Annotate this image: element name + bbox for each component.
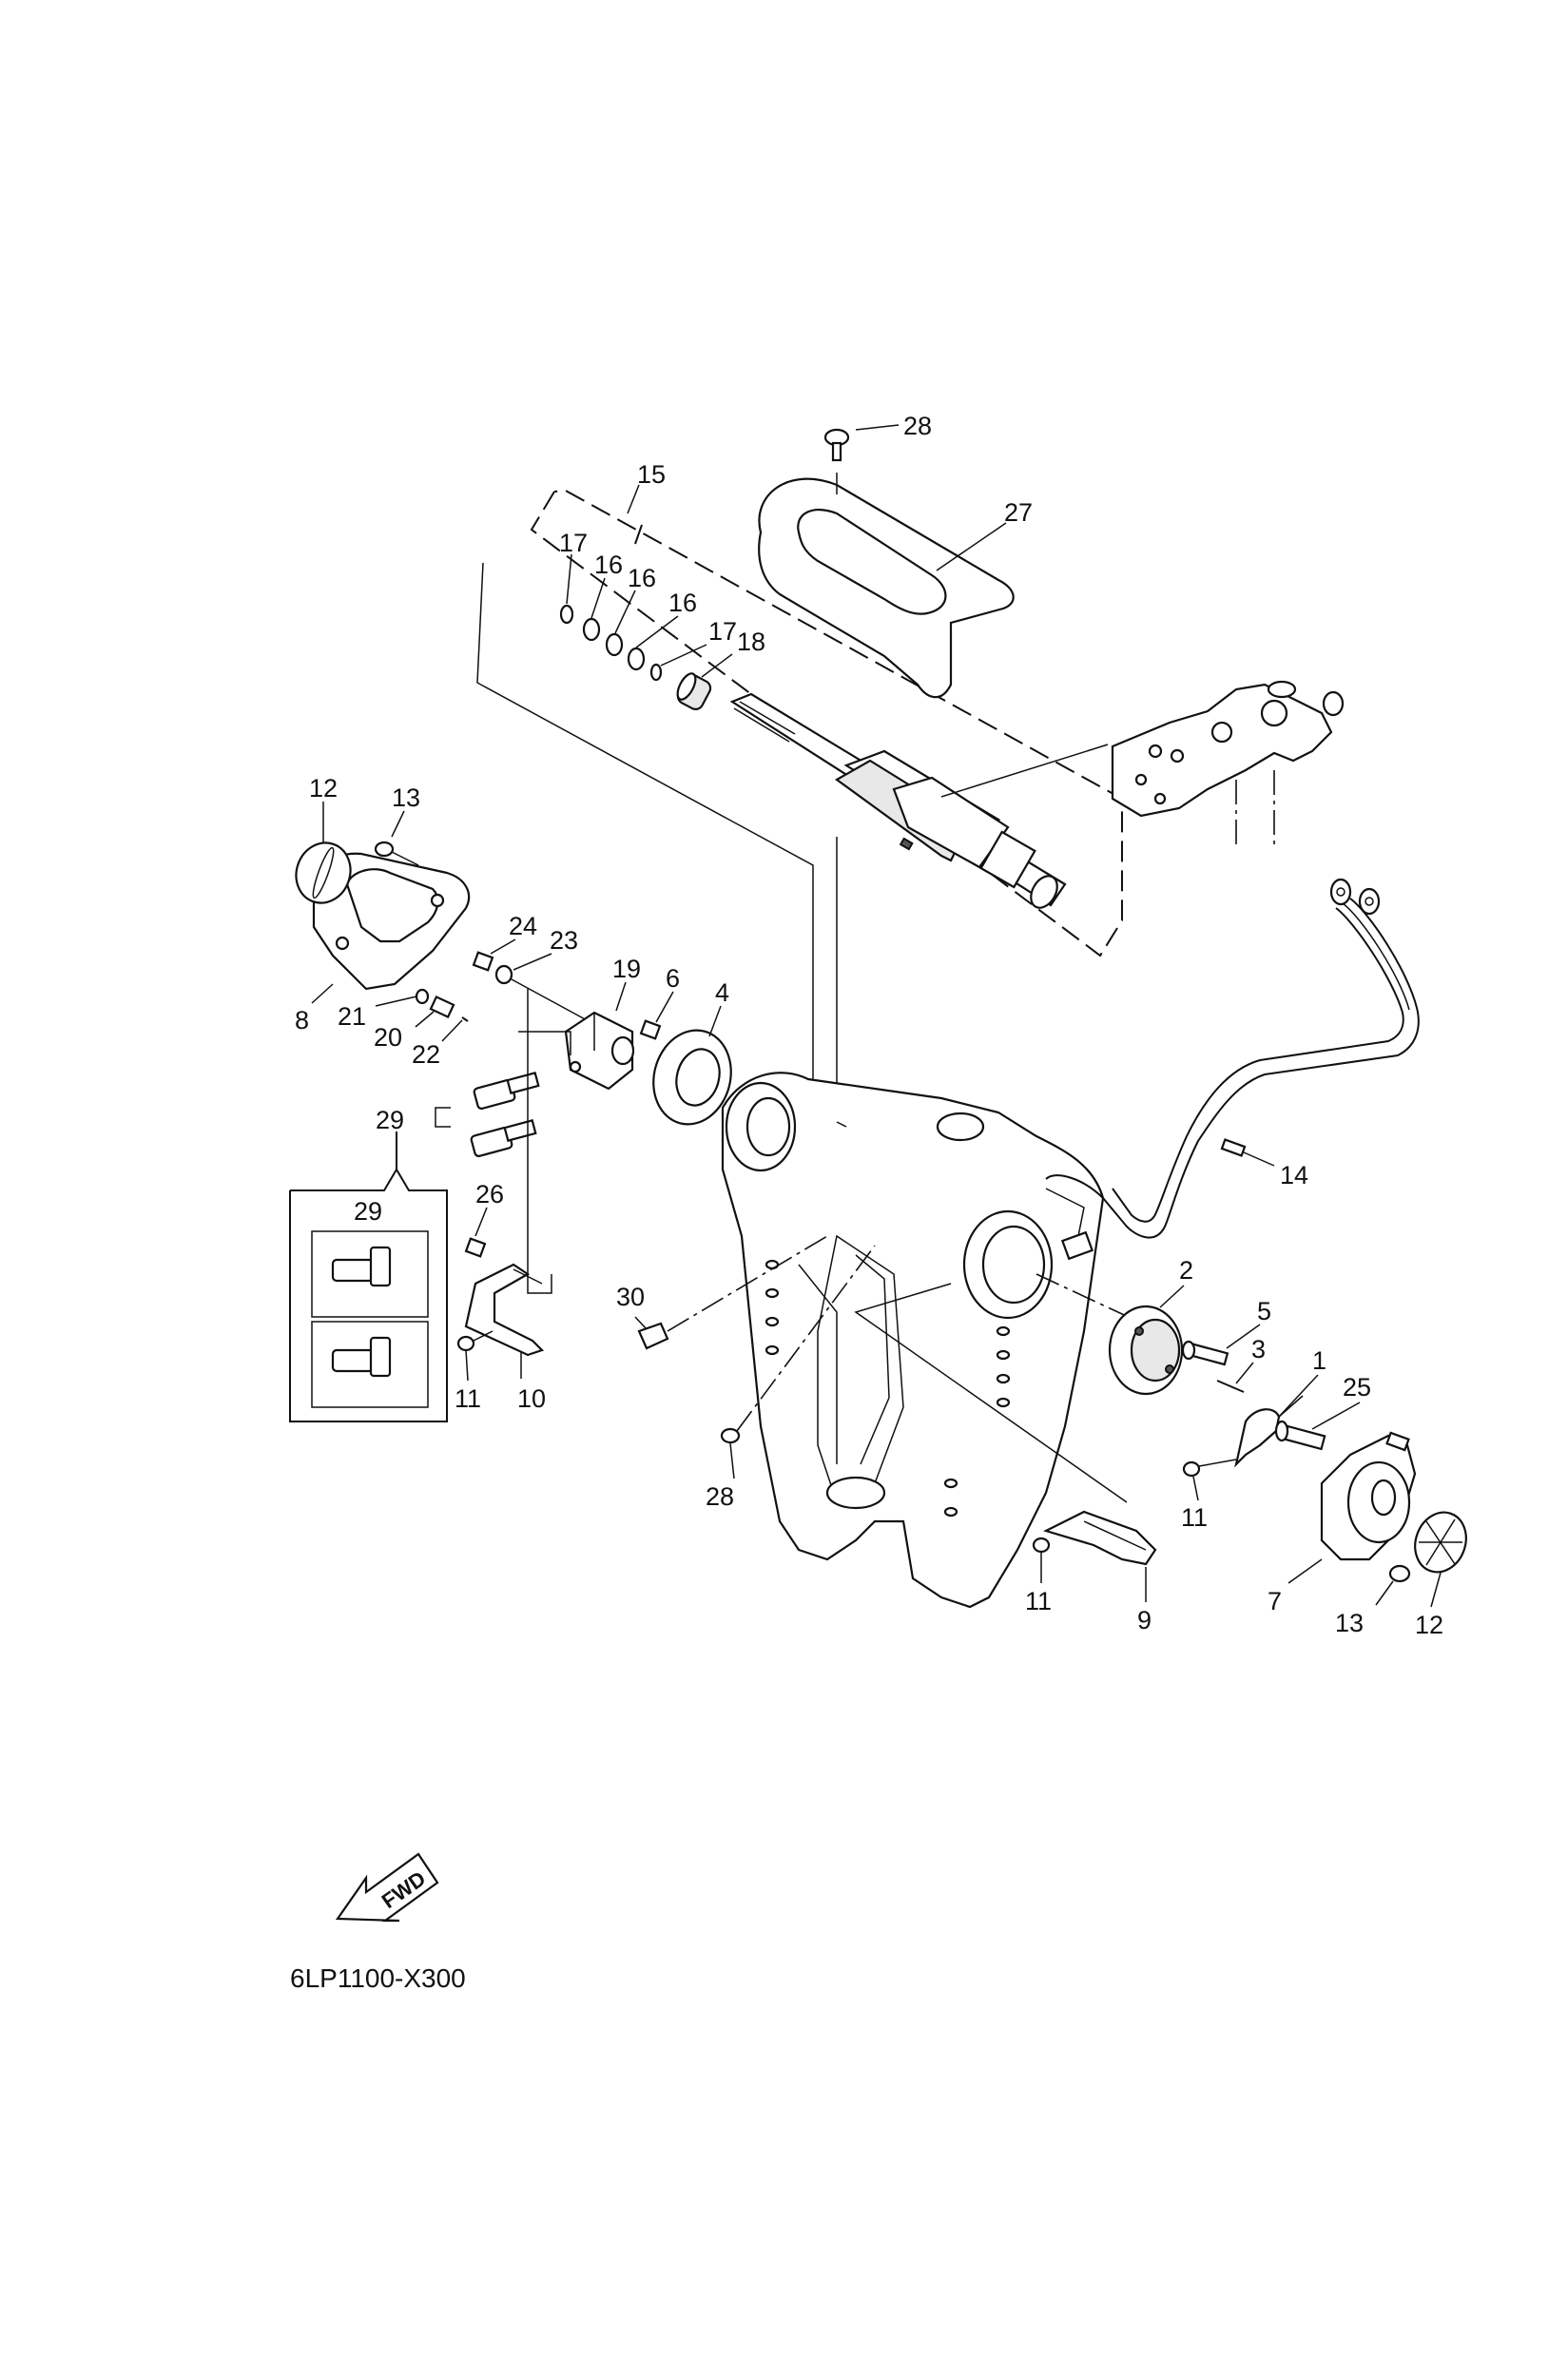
callout-17-lower: 17: [708, 617, 737, 646]
callout-23: 23: [550, 926, 578, 955]
callout-6: 6: [666, 964, 680, 993]
housing-slots: [765, 1259, 1011, 1518]
callout-22: 22: [412, 1040, 440, 1069]
callout-13-lower: 13: [1335, 1609, 1364, 1637]
callout-29-fittings: 29: [376, 1106, 404, 1134]
steering-cable-hose: [1045, 878, 1420, 1239]
callout-4: 4: [715, 978, 729, 1007]
o-ring-17-lower: [649, 663, 663, 682]
callout-8: 8: [295, 1006, 309, 1034]
callout-16-a: 16: [594, 551, 623, 579]
bolt-26: [464, 1237, 487, 1258]
grommet-12-lower: [1414, 1511, 1467, 1574]
flange-2: [1108, 1305, 1184, 1396]
o-ring-set: [559, 604, 663, 682]
bracket-19: [518, 1011, 635, 1091]
callout-13-upper: 13: [392, 783, 420, 812]
steering-cover-27: [758, 473, 1015, 699]
screw-13-lower: [1388, 1564, 1411, 1583]
steering-arm-bracket: [1111, 680, 1345, 846]
screw-13-upper: [374, 841, 419, 866]
o-ring-16-a: [582, 617, 601, 642]
callout-14: 14: [1280, 1161, 1308, 1189]
callout-18: 18: [737, 628, 765, 656]
drawing-code: 6LP1100-X300: [290, 1963, 466, 1993]
bolt-24: [472, 951, 494, 972]
screw-11-bottom: [1032, 1537, 1051, 1554]
bolt-14: [1220, 1138, 1275, 1167]
callout-24: 24: [509, 912, 537, 940]
callout-17-upper: 17: [559, 529, 588, 557]
fitting-20: [429, 995, 455, 1019]
callout-28-lower: 28: [706, 1482, 734, 1511]
steering-shaft: [729, 692, 1067, 909]
callout-26: 26: [475, 1180, 504, 1209]
assembly-leader-bracket: [476, 562, 838, 1122]
callout-16-c: 16: [668, 589, 697, 617]
washer-23: [494, 964, 600, 1028]
callout-10: 10: [517, 1384, 546, 1413]
callout-16-b: 16: [628, 564, 656, 592]
callout-1: 1: [1312, 1346, 1326, 1375]
callout-5: 5: [1257, 1297, 1271, 1325]
cover-7: [1320, 1431, 1417, 1561]
o-ring-16-b: [605, 632, 624, 657]
bracket-10: [464, 1263, 545, 1357]
callout-9: 9: [1137, 1606, 1152, 1634]
callout-25: 25: [1343, 1373, 1371, 1402]
bushing-18: [676, 672, 712, 710]
callout-11-bottom: 11: [1025, 1587, 1052, 1615]
callout-7: 7: [1268, 1587, 1282, 1615]
callout-28-top: 28: [903, 412, 932, 440]
callout-11-right: 11: [1181, 1503, 1208, 1532]
grommet-12-upper: [295, 841, 352, 904]
leader-arm-bracket: [940, 744, 1109, 798]
disc-4: [652, 1029, 732, 1126]
callout-20: 20: [374, 1023, 402, 1052]
dashed-kit-outline-15: [530, 489, 1123, 957]
callout-30: 30: [616, 1283, 645, 1311]
bolt-6: [639, 1019, 662, 1040]
callout-11-left: 11: [455, 1384, 481, 1413]
pin-22: [461, 1016, 469, 1022]
bracket-9: [854, 1283, 1157, 1566]
callout-27: 27: [1004, 498, 1033, 527]
callout-labels: 28 15 27 17 16 16 16 17 18 12 13 8 24 23…: [295, 412, 1443, 1639]
o-ring-16-c: [627, 647, 646, 671]
callout-15: 15: [637, 460, 666, 489]
callout-21: 21: [338, 1002, 366, 1031]
fwd-arrow-icon: FWD: [335, 1852, 439, 1923]
screw-11-left: [456, 1330, 494, 1352]
callout-12-lower: 12: [1415, 1611, 1443, 1639]
small-o-ring-21: [415, 988, 430, 1005]
callout-19: 19: [612, 955, 641, 983]
valve-fittings-29: [435, 1072, 540, 1158]
screw-28-lower: [720, 1245, 876, 1444]
pin-3: [1216, 1380, 1245, 1393]
jet-pump-housing: [721, 1072, 1105, 1609]
screw-28-top: [823, 428, 850, 462]
callout-2: 2: [1179, 1256, 1193, 1285]
bolt-25: [1274, 1420, 1326, 1451]
inset-box-29: [289, 1131, 448, 1422]
plug-30: [637, 1235, 828, 1350]
screw-11-right: [1182, 1459, 1237, 1478]
cover-8: [310, 852, 471, 991]
callout-29-inset: 29: [354, 1197, 382, 1226]
leader-bracket-10: [527, 989, 552, 1294]
callout-leaders: [311, 424, 1442, 1608]
callout-12-upper: 12: [309, 774, 338, 802]
callout-3: 3: [1251, 1335, 1266, 1363]
bolt-5: [1181, 1340, 1229, 1366]
o-ring-17-upper: [559, 604, 574, 625]
